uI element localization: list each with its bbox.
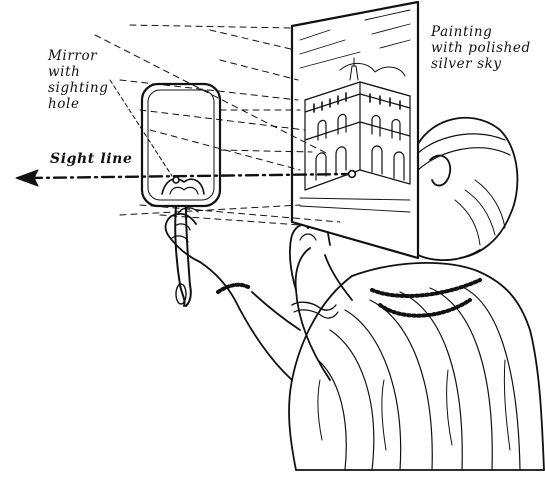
- painting-label-line: silver sky: [431, 56, 502, 72]
- projection-lines: [94, 24, 341, 226]
- painting: [290, 0, 420, 260]
- head: [409, 116, 519, 262]
- baptistery: [304, 57, 411, 191]
- mirror-label-line: sighting: [48, 80, 109, 96]
- hand-mirror: [140, 82, 222, 307]
- painting-label-line: Painting: [431, 24, 493, 40]
- sighting-hole: [172, 176, 180, 184]
- mirror-label: Mirror with sighting hole: [48, 48, 108, 112]
- sight-line-label: Sight line: [50, 151, 133, 167]
- painting-label-line: with polished: [431, 40, 531, 56]
- mirror-label-line: Mirror: [48, 48, 98, 64]
- mirror-label-line: with: [48, 64, 81, 80]
- painting-label: Painting with polished silver sky: [431, 24, 531, 72]
- sight-line-arrow: [15, 169, 357, 187]
- bead-necklace: [370, 278, 482, 318]
- mirror-label-line: hole: [48, 96, 80, 112]
